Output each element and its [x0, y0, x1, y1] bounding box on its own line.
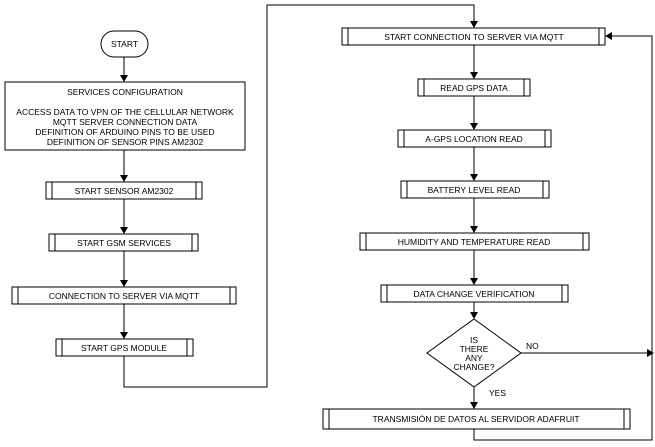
arrowhead	[470, 174, 478, 181]
data-change-label: DATA CHANGE VERIFICATION	[414, 289, 535, 299]
start-gps-label: START GPS MODULE	[81, 343, 167, 353]
no-label: NO	[526, 341, 539, 351]
arrowhead	[470, 72, 478, 79]
column-connector	[123, 4, 475, 388]
arrowhead	[470, 123, 478, 130]
arrowhead	[470, 21, 478, 28]
decision-line: IS	[470, 335, 478, 345]
battery-read-box	[400, 180, 550, 199]
connection-server-label: CONNECTION TO SERVER VIA MQTT	[49, 291, 199, 301]
arrowhead	[470, 312, 478, 319]
services-config-title: SERVICES CONFIGURATION	[67, 87, 183, 97]
arrowhead	[605, 32, 612, 40]
decision-line: THERE	[460, 344, 489, 354]
arrowhead	[470, 278, 478, 285]
decision-line: ANY	[465, 353, 483, 363]
services-config-line: DEFINITION OF SENSOR PINS AM2302	[47, 137, 204, 147]
start-gsm-label: START GSM SERVICES	[77, 238, 171, 248]
yes-label: YES	[489, 388, 506, 398]
decision-line: CHANGE?	[453, 362, 494, 372]
agps-read-label: A-GPS LOCATION READ	[425, 134, 523, 144]
transmission-box	[322, 408, 631, 430]
services-config-line: DEFINITION OF ARDUINO PINS TO BE USED	[35, 127, 214, 137]
arrowhead	[647, 349, 654, 357]
arrowhead	[120, 280, 128, 287]
read-gps-label: READ GPS DATA	[440, 83, 508, 93]
battery-read-label: BATTERY LEVEL READ	[428, 185, 521, 195]
arrowhead	[470, 226, 478, 233]
transmission-label: TRANSMISIÓN DE DATOS AL SERVIDOR ADAFRUI…	[372, 414, 579, 424]
arrowhead	[120, 175, 128, 182]
services-config-line: ACCESS DATA TO VPN OF THE CELLULAR NETWO…	[16, 107, 234, 117]
arrowhead	[470, 402, 478, 409]
services-config-line: MQTT SERVER CONNECTION DATA	[53, 117, 198, 127]
services-config-box	[4, 81, 246, 151]
arrowhead	[120, 75, 128, 82]
humidity-read-label: HUMIDITY AND TEMPERATURE READ	[398, 237, 551, 247]
arrowhead	[120, 332, 128, 339]
arrowhead	[120, 227, 128, 234]
start-sensor-label: START SENSOR AM2302	[75, 186, 174, 196]
start-label: START	[111, 39, 138, 49]
start-connection-label: START CONNECTION TO SERVER VIA MQTT	[384, 32, 563, 42]
loop-back-connector	[473, 35, 653, 441]
